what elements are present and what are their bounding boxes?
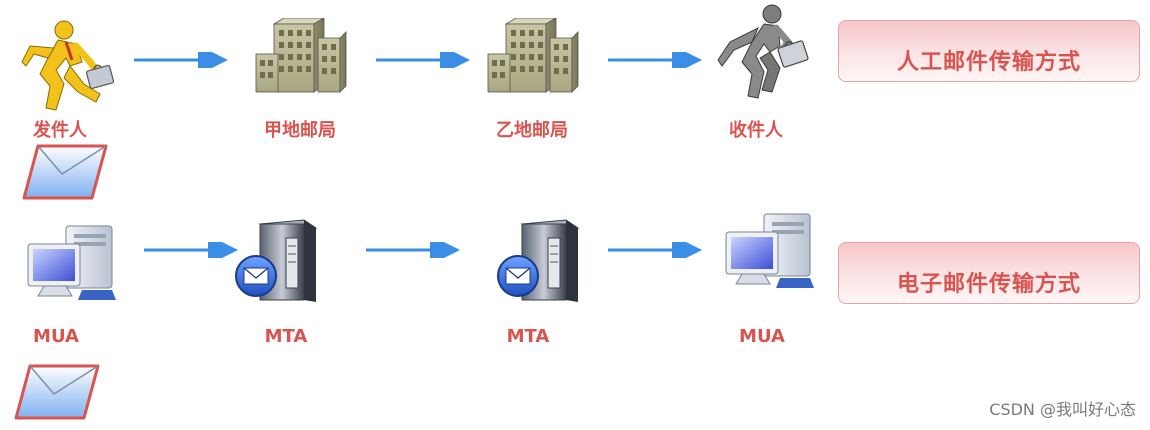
arrow-icon <box>134 52 228 68</box>
email-banner: 电子邮件传输方式 <box>838 242 1140 304</box>
manual-mail-banner: 人工邮件传输方式 <box>838 20 1140 82</box>
arrow-icon <box>608 242 702 258</box>
arrow-icon <box>376 52 470 68</box>
banner-title: 电子邮件传输方式 <box>896 272 1081 297</box>
mail-server-icon <box>496 218 586 304</box>
running-man-gray-icon <box>714 2 814 102</box>
envelope-icon <box>14 364 100 420</box>
node-label-post-office-b: 乙地邮局 <box>496 120 568 141</box>
envelope-icon <box>22 144 108 200</box>
running-man-yellow-icon <box>20 14 120 114</box>
arrow-icon <box>366 242 460 258</box>
building-icon <box>484 18 580 94</box>
node-label-mua-2: MUA <box>739 326 785 347</box>
node-label-mta-2: MTA <box>506 326 550 347</box>
node-label-mta-1: MTA <box>264 326 308 347</box>
computer-icon <box>22 222 118 304</box>
building-icon <box>252 18 348 94</box>
mail-server-icon <box>234 218 324 304</box>
node-label-recipient: 收件人 <box>729 120 783 141</box>
watermark: CSDN @我叫好心态 <box>989 400 1136 419</box>
banner-title: 人工邮件传输方式 <box>896 50 1081 75</box>
node-label-mua-1: MUA <box>33 326 79 347</box>
computer-icon <box>720 210 816 292</box>
arrow-icon <box>144 242 238 258</box>
node-label-post-office-a: 甲地邮局 <box>264 120 336 141</box>
node-label-sender: 发件人 <box>33 120 87 141</box>
arrow-icon <box>608 52 702 68</box>
